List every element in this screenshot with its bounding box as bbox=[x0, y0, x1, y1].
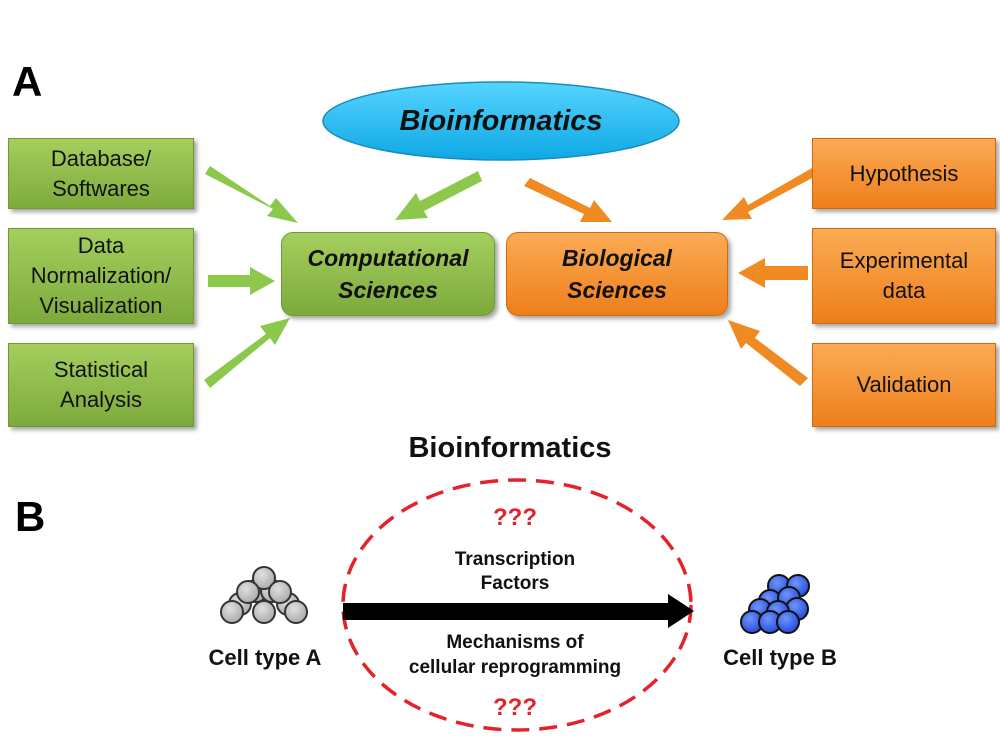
arrow-database-to-computational bbox=[205, 166, 298, 223]
question-marks-top: ??? bbox=[493, 504, 537, 531]
panel-letter-a: A bbox=[12, 58, 43, 105]
question-marks-bottom: ??? bbox=[493, 694, 537, 721]
mechanisms-label: Mechanisms of cellular reprogramming bbox=[408, 632, 622, 678]
orange-arrows bbox=[524, 168, 816, 386]
database-softwares-box: Database/ Softwares bbox=[8, 138, 194, 209]
validation-box: Validation bbox=[812, 343, 996, 427]
arrow-normalization-to-computational bbox=[208, 267, 275, 295]
arrow-ellipse-to-computational bbox=[395, 171, 482, 220]
biological-sciences-box: Biological Sciences bbox=[506, 232, 728, 316]
hypothesis-box: Hypothesis bbox=[812, 138, 996, 209]
arrow-validation-to-biological bbox=[728, 320, 808, 386]
experimental-data-box: Experimental data bbox=[812, 228, 996, 324]
bioinformatics-ellipse-label: Bioinformatics bbox=[399, 104, 603, 137]
arrow-ellipse-to-biological bbox=[524, 178, 612, 222]
data-normalization-box: Data Normalization/ Visualization bbox=[8, 228, 194, 324]
cell-cluster-b bbox=[740, 574, 810, 634]
green-arrows bbox=[204, 166, 482, 388]
reprogramming-arrow bbox=[343, 594, 694, 628]
computational-sciences-box: Computational Sciences bbox=[281, 232, 495, 316]
arrow-hypothesis-to-biological bbox=[722, 168, 816, 220]
statistical-analysis-box: Statistical Analysis bbox=[8, 343, 194, 427]
cell-type-b-label: Cell type B bbox=[723, 645, 837, 670]
arrow-statistical-to-computational bbox=[204, 318, 290, 388]
panel-letter-b: B bbox=[15, 493, 46, 540]
arrow-experimental-to-biological bbox=[738, 258, 808, 288]
dashed-ellipse bbox=[341, 478, 693, 732]
cell-cluster-a bbox=[220, 566, 308, 624]
transcription-factors-label: Transcription Factors bbox=[454, 549, 576, 594]
panel-b-title: Bioinformatics bbox=[408, 432, 612, 464]
cell-type-a-label: Cell type A bbox=[208, 645, 322, 670]
bioinformatics-ellipse bbox=[322, 81, 680, 161]
